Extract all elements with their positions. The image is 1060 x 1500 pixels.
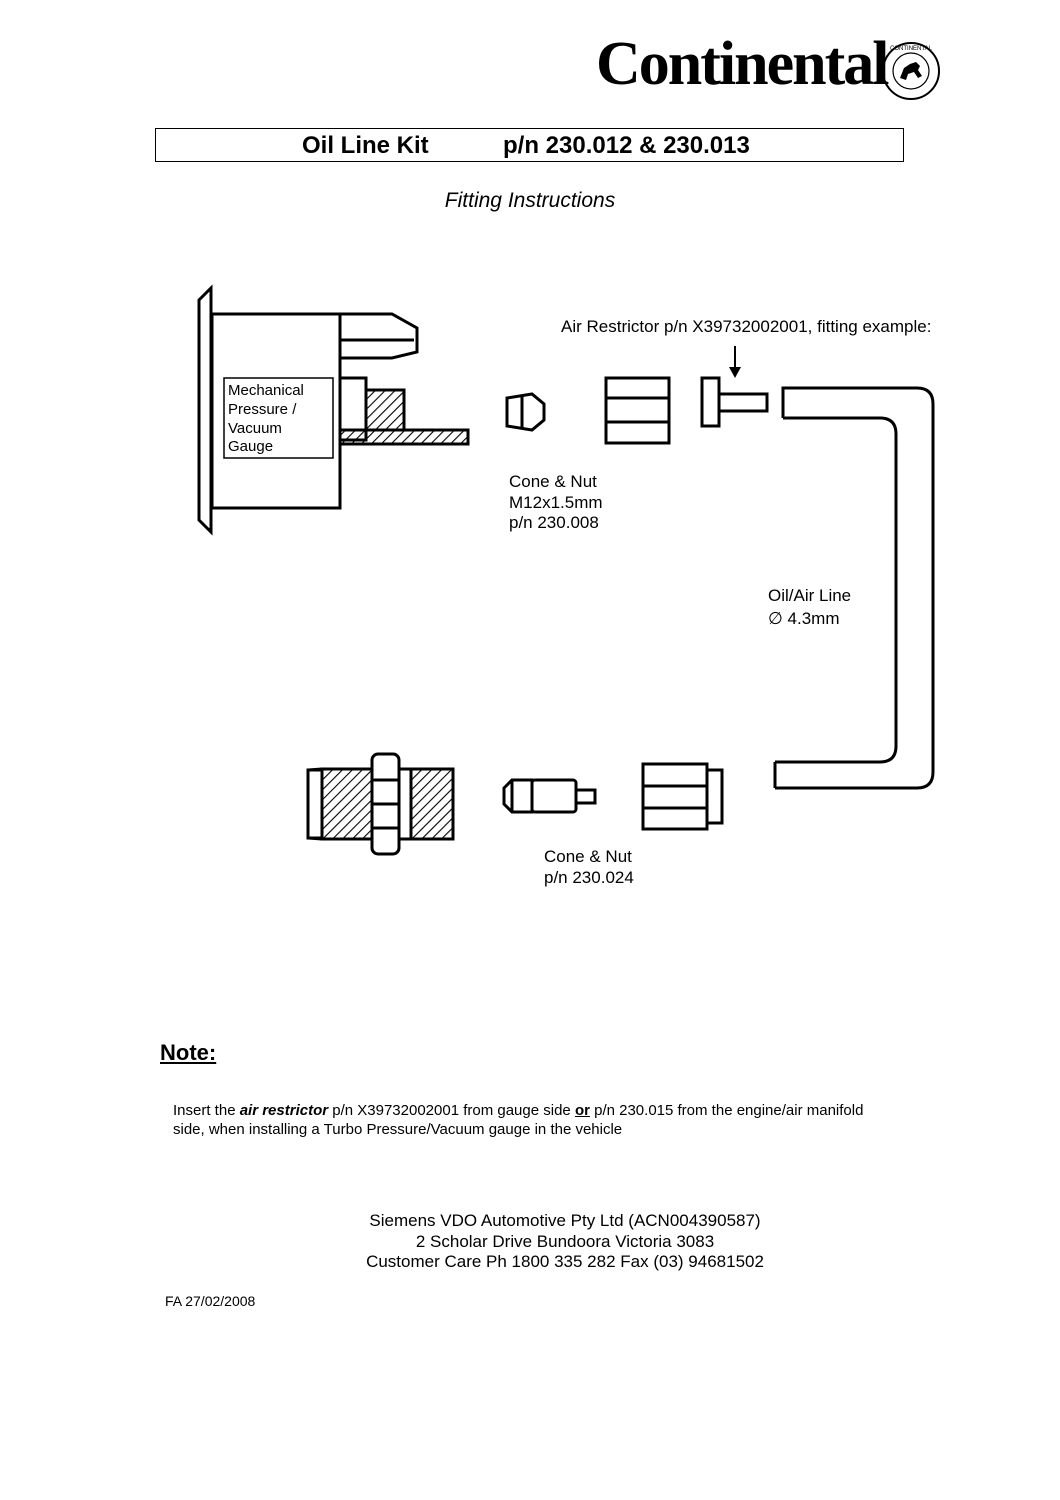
document-code: FA 27/02/2008 <box>165 1293 256 1309</box>
note-text: Insert the air restrictor p/n X397320020… <box>173 1101 873 1139</box>
gauge-label-line-4: Gauge <box>228 438 273 455</box>
cone-nut-bottom-line-2: p/n 230.024 <box>544 868 634 887</box>
gauge-label-line-1: Mechanical <box>228 382 304 399</box>
air-restrictor-label: Air Restrictor p/n X39732002001, fitting… <box>561 317 931 336</box>
cone-nut-top-line-1: Cone & Nut <box>509 472 597 491</box>
horse-seal-icon: CONTINENTAL <box>882 42 940 100</box>
brand-logo: Continental <box>596 30 889 98</box>
cone-nut-top-line-2: M12x1.5mm <box>509 493 603 512</box>
arrow-head-icon <box>729 367 741 378</box>
gauge-label-line-3: Vacuum <box>228 420 282 437</box>
company-name: Siemens VDO Automotive Pty Ltd (ACN00439… <box>369 1211 761 1230</box>
fitting-diagram: Mechanical Pressure / Vacuum Gauge Air R… <box>197 284 935 887</box>
note-or-word: or <box>574 1102 590 1119</box>
gauge-drawing <box>197 284 470 536</box>
part-numbers: p/n 230.012 & 230.013 <box>503 132 750 159</box>
seal-text: CONTINENTAL <box>890 46 933 52</box>
cone-nut-top-line-3: p/n 230.008 <box>509 513 599 532</box>
company-address: 2 Scholar Drive Bundoora Victoria 3083 <box>415 1231 715 1251</box>
page-subtitle: Fitting Instructions <box>444 189 616 212</box>
adaptor-fitting-drawing <box>306 752 455 856</box>
company-contact: Customer Care Ph 1800 335 282 Fax (03) 9… <box>366 1252 764 1271</box>
oil-line-label-1: Oil/Air Line <box>768 586 851 605</box>
note-emphasis: air restrictor <box>239 1102 329 1119</box>
note-text-middle: p/n X39732002001 from gauge side <box>328 1102 575 1119</box>
air-restrictor-drawing <box>700 376 769 428</box>
oil-line-hose <box>775 386 935 790</box>
gauge-label-line-2: Pressure / <box>228 401 297 418</box>
product-title: Oil Line Kit <box>302 132 429 159</box>
company-footer: Siemens VDO Automotive Pty Ltd (ACN00439… <box>0 1211 1060 1273</box>
note-text-after: p/n 230.015 from the engine/air manifold… <box>173 1102 864 1138</box>
bottom-nut-drawing <box>641 762 724 831</box>
top-nut-drawing <box>604 376 671 445</box>
top-cone-drawing <box>505 392 546 432</box>
bottom-cone-drawing <box>502 778 597 814</box>
note-text-before: Insert the <box>173 1102 240 1119</box>
note-heading: Note: <box>160 1040 217 1065</box>
oil-line-label-2: ∅ 4.3mm <box>768 609 840 628</box>
cone-nut-bottom-line-1: Cone & Nut <box>544 847 632 866</box>
title-bar <box>155 128 904 162</box>
